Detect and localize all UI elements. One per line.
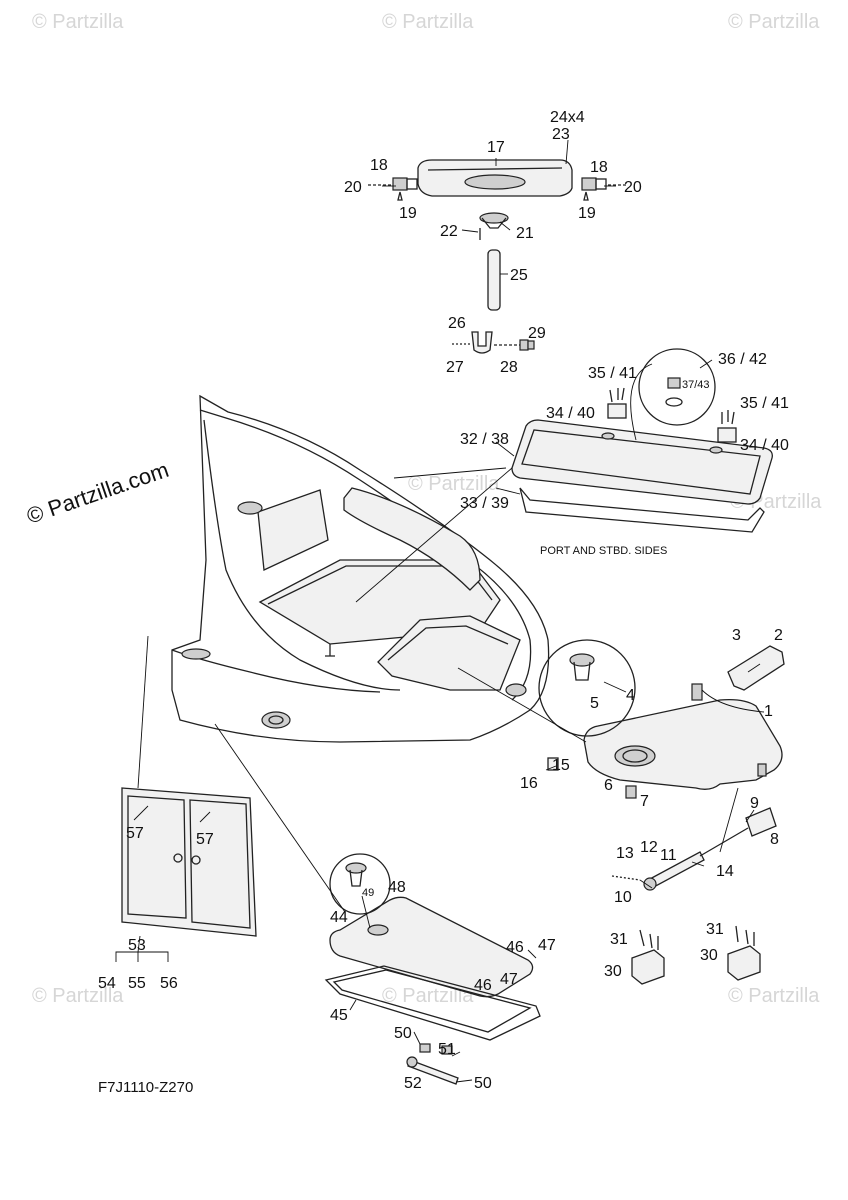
detail-circle-36-42 [638,348,716,426]
watermark: © Partzilla [382,985,474,1007]
label-35-41: 35 / 41 [588,365,637,382]
label-3: 3 [732,627,741,644]
watermark: © Partzilla [728,11,820,33]
handle-assembly [368,159,628,354]
label-37-43: 37/43 [682,379,710,391]
watermark: © Partzilla [32,985,124,1007]
label-47: 47 [538,937,556,954]
label-19: 19 [399,205,417,222]
note-port-stbd: PORT AND STBD. SIDES [540,545,667,557]
label-25: 25 [510,267,528,284]
detail-circle-4 [538,639,636,737]
label-35-41: 35 / 41 [740,395,789,412]
label-13: 13 [616,845,634,862]
label-49: 49 [362,887,374,899]
hatch-1 [547,645,785,799]
label-24x4: 24x4 [550,109,585,126]
label-29: 29 [528,325,546,342]
label-54: 54 [98,975,116,992]
drain-plug-5 [569,653,595,681]
label-18: 18 [590,159,608,176]
label-20: 20 [344,179,362,196]
label-28: 28 [500,359,518,376]
label-5: 5 [590,695,599,712]
latch-30a [631,929,665,985]
label-34-40: 34 / 40 [546,405,595,422]
lid-32-38 [511,419,773,533]
bracket-34-40b [717,410,737,443]
label-4: 4 [626,687,635,704]
bracket-34-40a [607,387,627,419]
label-18: 18 [370,157,388,174]
label-44: 44 [330,909,348,926]
detail-circle-48 [329,853,391,915]
label-1: 1 [764,703,773,720]
label-9: 9 [750,795,759,812]
label-16: 16 [520,775,538,792]
label-52: 52 [404,1075,422,1092]
label-55: 55 [128,975,146,992]
latch-49 [345,862,367,887]
label-10: 10 [614,889,632,906]
label-17: 17 [487,139,505,156]
label-26: 26 [448,315,466,332]
hull-body [171,394,550,743]
watermark: © Partzilla [32,11,124,33]
door-panel-53 [121,787,257,937]
label-34-40: 34 / 40 [740,437,789,454]
gas-strut-52 [406,1043,459,1085]
latch-37-43 [665,377,683,407]
label-20: 20 [624,179,642,196]
label-14: 14 [716,863,734,880]
label-11: 11 [660,847,677,864]
watermark: © Partzilla [728,985,820,1007]
label-32-38: 32 / 38 [460,431,509,448]
part-labels: 24x4 23 17 18 20 19 18 20 19 22 21 25 26… [98,109,789,1092]
latch-30b [727,925,761,981]
label-31: 31 [610,931,628,948]
label-33-39: 33 / 39 [460,495,509,512]
label-46: 46 [506,939,524,956]
gas-strut-14 [611,807,777,891]
label-27: 27 [446,359,464,376]
label-53: 53 [128,937,146,954]
label-45: 45 [330,1007,348,1024]
label-23: 23 [552,126,570,143]
label-19: 19 [578,205,596,222]
rear-lid-44 [324,896,541,1041]
watermarks: © Partzilla © Partzilla © Partzilla © Pa… [32,11,822,1007]
figure-reference: F7J1110-Z270 [98,1079,193,1096]
label-31: 31 [706,921,724,938]
label-57: 57 [126,825,144,842]
label-15: 15 [552,757,570,774]
label-48: 48 [388,879,406,896]
leader-lines [115,139,765,1083]
label-47: 47 [500,971,518,988]
label-51: 51 [438,1041,456,1058]
label-50: 50 [394,1025,412,1042]
label-6: 6 [604,777,613,794]
copyright-text: © Partzilla.com [23,457,171,529]
label-8: 8 [770,831,779,848]
label-57: 57 [196,831,214,848]
label-2: 2 [774,627,783,644]
label-7: 7 [640,793,649,810]
label-30: 30 [604,963,622,980]
label-21: 21 [516,225,534,242]
label-30: 30 [700,947,718,964]
label-22: 22 [440,223,458,240]
label-36-42: 36 / 42 [718,351,767,368]
label-56: 56 [160,975,178,992]
label-12: 12 [640,839,658,856]
label-46: 46 [474,977,492,994]
label-50: 50 [474,1075,492,1092]
watermark: © Partzilla [408,473,500,495]
watermark: © Partzilla [382,11,474,33]
